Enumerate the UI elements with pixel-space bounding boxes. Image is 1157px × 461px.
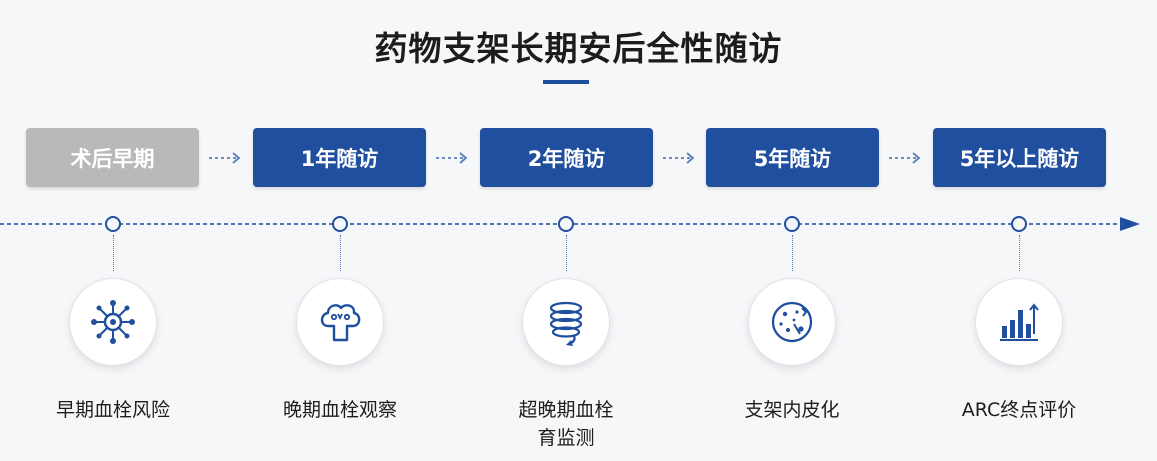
stage-5-plus-year: 5年以上随访 <box>933 128 1106 187</box>
item-late-thrombosis <box>296 278 384 366</box>
item-label: 支架内皮化 <box>744 399 840 421</box>
diagram-title: 药物支架长期安后全性随访 <box>374 29 783 68</box>
item-label: 超晚期血栓 育监测 <box>456 396 676 452</box>
arrow-icon <box>436 152 468 164</box>
stage-5-year: 5年随访 <box>706 128 879 187</box>
molecule-network-icon <box>91 300 135 344</box>
arrow-icon <box>663 152 695 164</box>
item-label: ARC终点评价 <box>961 399 1077 421</box>
timeline-node <box>558 216 574 232</box>
arrow-icon <box>889 152 921 164</box>
stage-post-op-early: 术后早期 <box>26 128 199 187</box>
stage-2-year: 2年随访 <box>480 128 653 187</box>
connector-line <box>792 235 793 271</box>
item-stent-endothelialization <box>748 278 836 366</box>
blood-vessel-icon <box>320 304 361 342</box>
connector-line <box>113 235 114 271</box>
stage-1-year: 1年随访 <box>253 128 426 187</box>
title-underline <box>543 80 589 84</box>
item-label-line: 超晚期血栓 <box>518 399 614 421</box>
timeline-axis <box>0 217 1140 231</box>
item-label-line: 育监测 <box>537 427 595 449</box>
timeline-node <box>784 216 800 232</box>
timeline-node <box>1011 216 1027 232</box>
item-label: 晚期血栓观察 <box>282 399 397 421</box>
cell-endothelium-icon <box>771 301 813 343</box>
item-arc-endpoint <box>975 278 1063 366</box>
item-label: 早期血栓风险 <box>55 399 170 421</box>
timeline-node <box>332 216 348 232</box>
item-very-late-thrombosis <box>522 278 610 366</box>
item-early-thrombosis <box>69 278 157 366</box>
bar-chart-growth-icon <box>1000 303 1039 341</box>
connector-line <box>1019 235 1020 271</box>
connector-line <box>566 235 567 271</box>
connector-line <box>340 235 341 271</box>
coiled-stent-icon <box>549 301 583 346</box>
arrow-icon <box>209 152 241 164</box>
timeline-node <box>105 216 121 232</box>
